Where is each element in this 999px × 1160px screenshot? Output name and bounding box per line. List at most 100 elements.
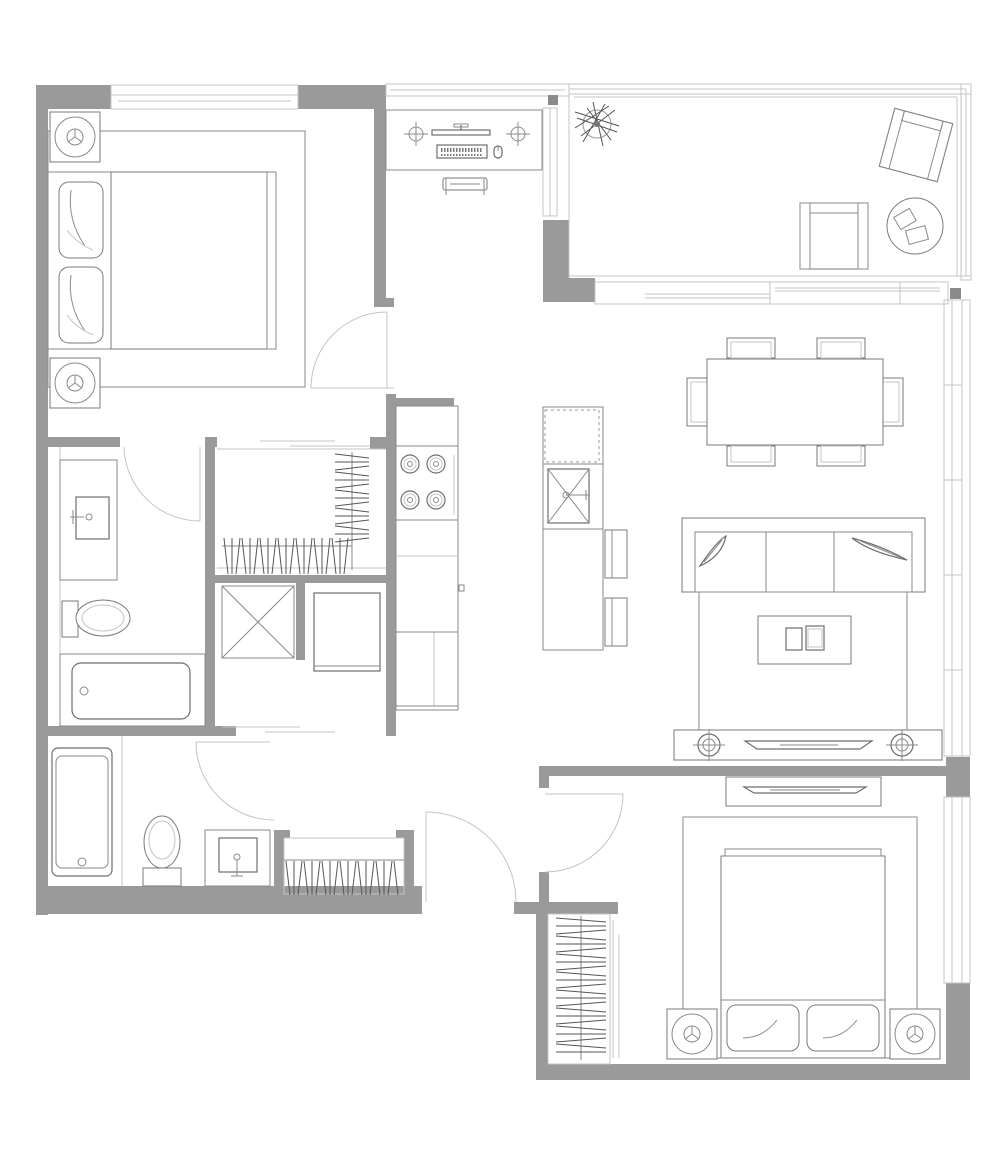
hanger bbox=[325, 537, 331, 575]
tv-stand-2 bbox=[725, 776, 882, 807]
hanger bbox=[334, 525, 370, 531]
bed-2 bbox=[720, 848, 886, 1059]
bathroom-sink-2 bbox=[204, 829, 271, 887]
bathroom-2 bbox=[51, 736, 271, 887]
bedroom-2-closet bbox=[547, 913, 611, 1065]
kitchen-sink bbox=[547, 468, 590, 524]
television-2 bbox=[741, 786, 869, 794]
hanger bbox=[555, 983, 607, 989]
balcony bbox=[574, 101, 954, 270]
hanger bbox=[393, 860, 399, 896]
office-chair bbox=[442, 177, 488, 195]
hanger bbox=[555, 1025, 607, 1031]
toilet-1 bbox=[61, 599, 131, 638]
dining bbox=[686, 337, 904, 467]
hanger bbox=[555, 953, 607, 959]
hanger bbox=[369, 860, 375, 896]
bathtub-2 bbox=[51, 747, 113, 877]
hanger bbox=[285, 860, 291, 896]
dining-chair-bottom-1 bbox=[726, 445, 776, 467]
bathtub-1 bbox=[59, 653, 206, 727]
hanger bbox=[241, 537, 247, 575]
hanger bbox=[277, 537, 283, 575]
office-nook bbox=[385, 109, 543, 195]
fridge-alcove bbox=[457, 570, 465, 600]
armchair-1 bbox=[878, 107, 954, 183]
side-table bbox=[886, 197, 944, 255]
shower-1 bbox=[221, 585, 295, 659]
nightstand-lamp-1 bbox=[49, 111, 101, 163]
closet-hangers-hall bbox=[285, 860, 399, 896]
hanger bbox=[307, 537, 313, 575]
hanger bbox=[334, 483, 370, 489]
hanger bbox=[297, 860, 303, 896]
desk-lamp-left bbox=[404, 122, 428, 146]
kitchen bbox=[395, 405, 628, 711]
bathroom-sink-1 bbox=[59, 459, 118, 581]
hanger bbox=[555, 989, 607, 995]
hanger bbox=[555, 1019, 607, 1025]
hanger bbox=[333, 860, 339, 896]
plant-icon bbox=[574, 101, 620, 147]
hanger bbox=[235, 537, 241, 575]
hanger bbox=[555, 965, 607, 971]
hanger bbox=[315, 860, 321, 896]
bedroom-1 bbox=[47, 111, 306, 409]
hanger bbox=[555, 1043, 607, 1049]
nightstand-lamp-2 bbox=[49, 357, 101, 409]
hanger bbox=[223, 537, 229, 575]
walk-in-closet bbox=[217, 448, 386, 575]
closet-hangers-bedroom-2 bbox=[555, 917, 607, 1053]
closet-hangers-top bbox=[334, 453, 370, 543]
windows bbox=[110, 83, 972, 984]
hanger bbox=[387, 860, 393, 896]
bedroom-2 bbox=[666, 776, 941, 1060]
hanger bbox=[259, 537, 265, 575]
keyboard-icon bbox=[436, 144, 488, 159]
hanger bbox=[555, 935, 607, 941]
doors bbox=[123, 311, 624, 1058]
hanger bbox=[271, 537, 277, 575]
hanger bbox=[334, 537, 370, 543]
nightstand-lamp-3 bbox=[666, 1008, 718, 1060]
hanger bbox=[351, 860, 357, 896]
toilet-2 bbox=[142, 815, 182, 887]
bar-stool-2 bbox=[604, 597, 628, 647]
hanger bbox=[334, 501, 370, 507]
closet-hangers-bottom bbox=[223, 537, 349, 575]
bar-stool-1 bbox=[604, 529, 628, 579]
television bbox=[743, 740, 874, 750]
hanger bbox=[334, 465, 370, 471]
walls bbox=[36, 85, 970, 1080]
hanger bbox=[555, 1007, 607, 1013]
dining-table bbox=[706, 358, 884, 446]
nightstand-lamp-4 bbox=[889, 1008, 941, 1060]
tv-console bbox=[673, 728, 943, 762]
mouse-icon bbox=[493, 145, 503, 159]
dining-chair-top-1 bbox=[726, 337, 776, 359]
hanger bbox=[295, 537, 301, 575]
hanger bbox=[334, 489, 370, 495]
dining-chair-bottom-2 bbox=[816, 445, 866, 467]
hanger bbox=[331, 537, 337, 575]
hanger bbox=[555, 947, 607, 953]
hanger bbox=[321, 860, 327, 896]
hanger bbox=[555, 1001, 607, 1007]
hanger bbox=[375, 860, 381, 896]
bathroom-1 bbox=[59, 447, 206, 727]
coffee-table bbox=[757, 615, 852, 665]
hanger bbox=[357, 860, 363, 896]
hanger bbox=[339, 860, 345, 896]
hanger bbox=[303, 860, 309, 896]
laundry bbox=[221, 585, 381, 672]
kitchen-island bbox=[542, 406, 604, 651]
bed-1 bbox=[47, 171, 277, 350]
armchair-2 bbox=[799, 202, 869, 270]
hanger bbox=[343, 537, 349, 575]
hanger bbox=[289, 537, 295, 575]
washer bbox=[313, 592, 381, 672]
sofa bbox=[681, 517, 926, 593]
dining-chair-right bbox=[882, 377, 904, 427]
hanger bbox=[253, 537, 259, 575]
